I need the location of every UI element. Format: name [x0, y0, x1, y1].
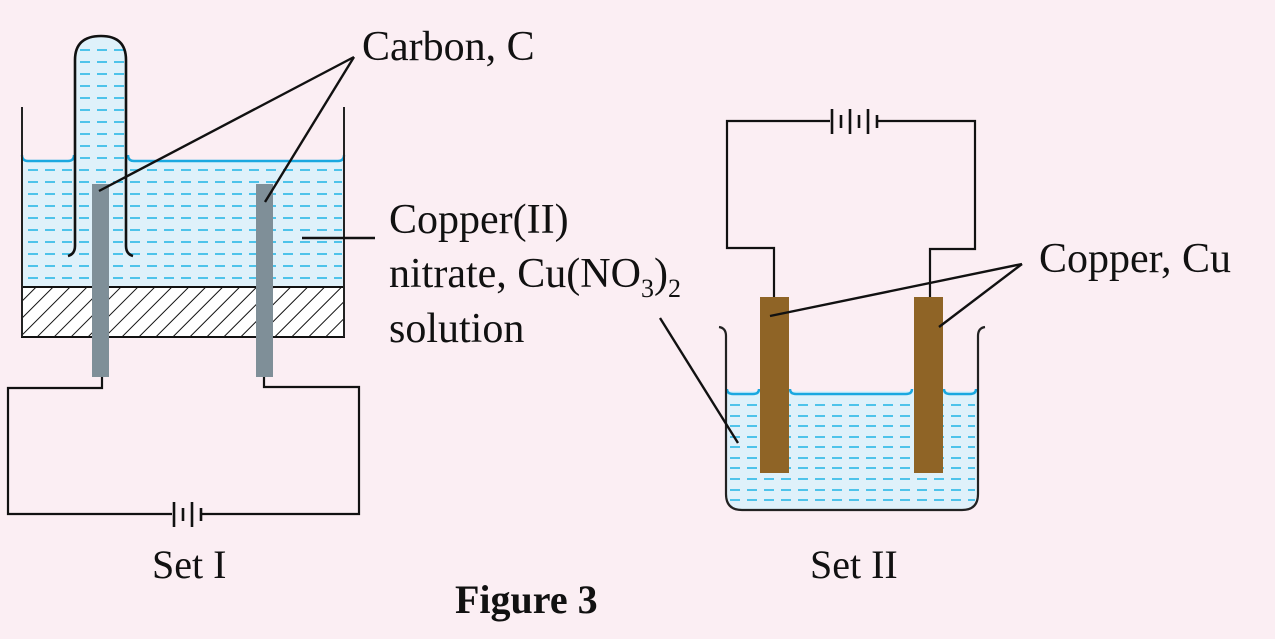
figure-caption: Figure 3	[455, 577, 598, 622]
set-2-caption: Set II	[810, 542, 898, 587]
solution-dashes	[28, 49, 342, 279]
inverted-test-tube	[67, 34, 134, 258]
carbon-electrode-left	[92, 184, 109, 377]
battery-icon	[172, 502, 203, 527]
wire-left	[725, 119, 830, 297]
solution-label-line-3: solution	[389, 306, 524, 352]
copper-leader-line	[769, 262, 1023, 318]
solution-leader-line	[658, 317, 740, 444]
copper-nitrate-solution	[22, 160, 344, 287]
solution-label-line-2: nitrate, Cu(NO3)2	[389, 251, 681, 303]
copper-label: Copper, Cu	[1039, 236, 1231, 282]
wire-left	[6, 377, 172, 516]
solution-label-line-1: Copper(II)	[389, 197, 569, 243]
solution-surface	[20, 154, 76, 163]
wire-right	[201, 377, 361, 516]
copper-electrode-right	[914, 297, 943, 473]
beaker	[718, 325, 986, 512]
set-2-apparatus	[658, 109, 1023, 512]
carbon-leader-line	[98, 55, 355, 193]
carbon-electrode-right	[256, 184, 273, 377]
set-1-caption: Set I	[152, 542, 226, 587]
set-1-apparatus	[6, 34, 375, 527]
copper-leader-line	[938, 263, 1023, 328]
battery-icon	[830, 109, 879, 134]
insulating-base	[21, 286, 345, 338]
carbon-label: Carbon, C	[362, 24, 535, 70]
carbon-leader-line	[263, 56, 356, 203]
wire-right	[878, 119, 977, 297]
solution-surface	[788, 388, 914, 396]
solution-surface	[725, 388, 761, 396]
copper-electrode-left	[760, 297, 789, 473]
solution-surface	[942, 388, 978, 396]
